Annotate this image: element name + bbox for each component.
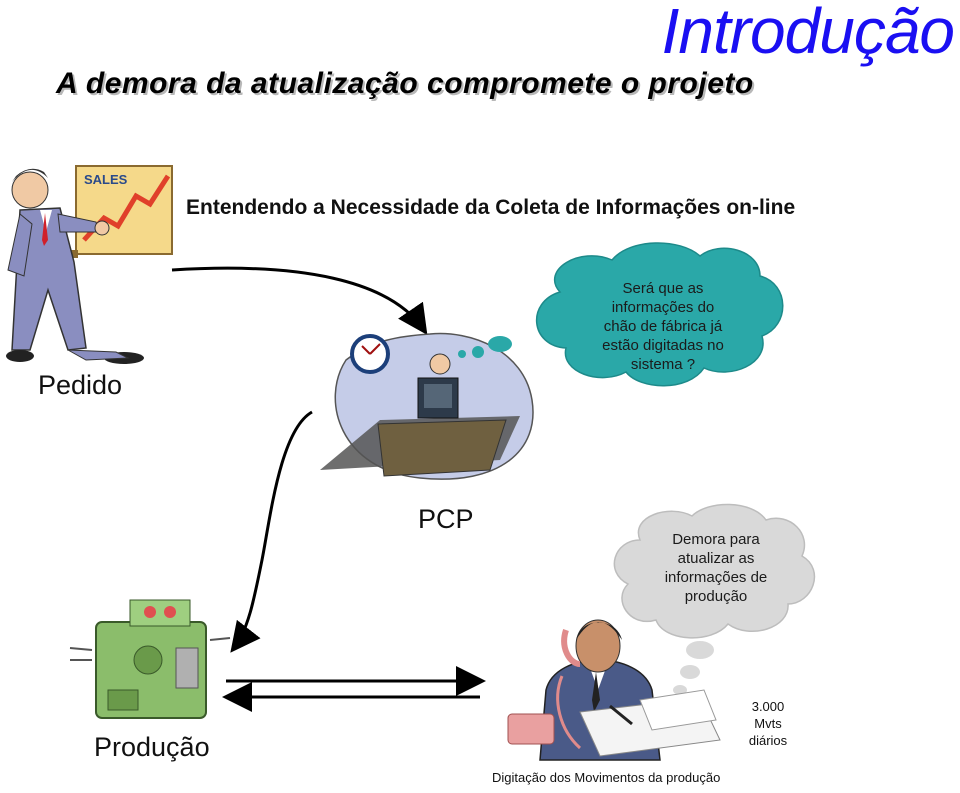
producao-thought-text: Demora para atualizar as informações de …	[636, 530, 796, 606]
thought-dot-1	[686, 641, 714, 659]
pcp-desk-illustration	[320, 332, 534, 480]
volume-line: Mvts	[754, 716, 782, 731]
arrow-pcp-to-producao	[230, 410, 313, 653]
page-subtitle: A demora da atualização compromete o pro…	[56, 67, 754, 100]
thought-dot-3	[673, 685, 687, 695]
producao-thought-line: Demora para	[672, 531, 760, 548]
pcp-thought-line: chão de fábrica já	[603, 318, 723, 335]
daily-volume-label: 3.000 Mvts diários	[740, 698, 796, 749]
volume-line: diários	[748, 733, 788, 748]
node-label-producao: Produção	[94, 732, 210, 762]
pcp-thought-text: Será que as informações do chão de fábri…	[568, 279, 758, 374]
producao-thought-line: atualizar as	[677, 550, 755, 567]
production-machine-illustration	[69, 599, 231, 719]
digitacao-caption: Digitação dos Movimentos da produção	[492, 770, 721, 785]
node-label-pcp: PCP	[418, 504, 474, 534]
pcp-thought-line: Será que as	[622, 280, 704, 297]
page-title: Introdução	[661, 0, 955, 67]
worker-on-phone-illustration	[507, 619, 721, 761]
producao-thought-bubble	[613, 503, 816, 639]
producao-thought-line: informações de	[664, 569, 768, 586]
pcp-thought-line: sistema ?	[630, 356, 696, 373]
arrow-pedido-to-pcp	[171, 266, 428, 335]
volume-line: 3.000	[751, 699, 785, 714]
businessman-illustration	[6, 165, 173, 364]
pcp-thought-line: informações do	[611, 299, 715, 316]
sales-sign-text: SALES	[84, 172, 128, 187]
node-label-pedido: Pedido	[38, 370, 123, 400]
producao-thought-line: produção	[684, 588, 748, 605]
pcp-thought-bubble	[535, 242, 784, 387]
pcp-thought-line: estão digitadas no	[602, 337, 724, 354]
diagram-heading: Entendendo a Necessidade da Coleta de In…	[186, 196, 796, 219]
thought-dot-2	[680, 665, 700, 679]
